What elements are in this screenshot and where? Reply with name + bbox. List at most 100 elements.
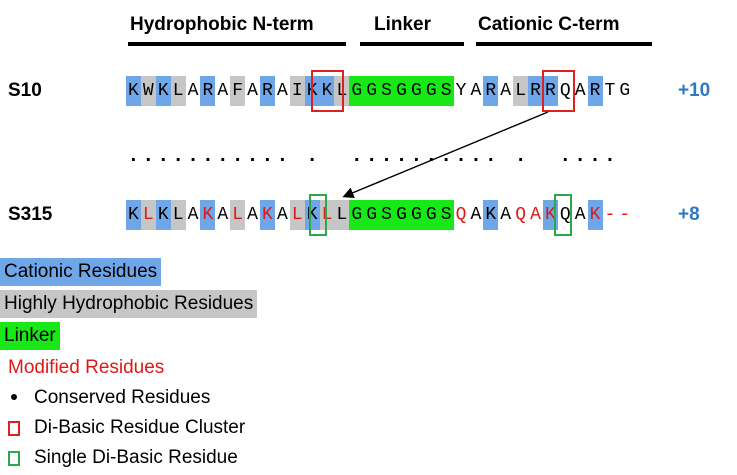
residue-cell: K bbox=[260, 200, 275, 230]
conserved-dot bbox=[290, 140, 305, 170]
conserved-dot: . bbox=[428, 144, 435, 166]
net-charge-s315: +8 bbox=[678, 204, 700, 225]
conserved-dot: . bbox=[205, 144, 211, 166]
residue-cell: K bbox=[155, 76, 171, 106]
legend-hydrophobic-label: Highly Hydrophobic Residues bbox=[0, 290, 258, 318]
conserved-dot bbox=[498, 140, 513, 170]
region-bar-n-term bbox=[128, 42, 346, 46]
residue-cell: L bbox=[289, 200, 305, 230]
conserved-dot: . bbox=[383, 144, 390, 166]
residue-cell: R bbox=[260, 76, 275, 106]
residue-cell: A bbox=[276, 205, 288, 225]
residue-cell: L bbox=[319, 200, 335, 230]
conserved-dot bbox=[543, 140, 558, 170]
region-label-c-term: Cationic C-term bbox=[478, 14, 620, 35]
conserved-dot: . bbox=[368, 144, 375, 166]
residue-cell: S bbox=[379, 76, 395, 106]
single-di-basic-box-s315-c bbox=[554, 194, 572, 236]
residue-cell: T bbox=[604, 81, 616, 101]
conserved-dot bbox=[528, 140, 543, 170]
residue-cell: L bbox=[170, 76, 186, 106]
conserved-dot: . bbox=[517, 144, 524, 166]
conserved-dot: . bbox=[249, 144, 256, 166]
di-basic-cluster-box-s10-c bbox=[542, 70, 575, 112]
residue-cell: L bbox=[513, 76, 529, 106]
residue-cell: Q bbox=[559, 205, 571, 225]
conserved-dot: . bbox=[130, 144, 137, 166]
residue-cell: A bbox=[217, 205, 229, 225]
residue-cell: G bbox=[423, 200, 439, 230]
conserved-dot: . bbox=[145, 144, 152, 166]
residue-cell: S bbox=[438, 200, 454, 230]
residue-cell: K bbox=[587, 200, 603, 230]
conserved-dot: . bbox=[160, 144, 166, 166]
residue-cell: K bbox=[319, 76, 335, 106]
residue-cell: - bbox=[604, 205, 616, 225]
conserved-dot: . bbox=[592, 144, 598, 166]
residue-cell: G bbox=[619, 81, 631, 101]
conserved-dot: . bbox=[220, 144, 226, 166]
residue-cell: L bbox=[334, 76, 350, 106]
green-box-icon bbox=[8, 451, 20, 466]
residue-cell: Q bbox=[455, 205, 467, 225]
sequence-name-s315: S315 bbox=[8, 204, 53, 225]
residue-cell: K bbox=[483, 200, 499, 230]
residue-cell: L bbox=[140, 200, 156, 230]
residue-cell: R bbox=[483, 76, 499, 106]
residue-cell: A bbox=[276, 81, 288, 101]
residue-cell: A bbox=[574, 205, 586, 225]
residue-cell: I bbox=[289, 76, 305, 106]
bullet-icon bbox=[11, 394, 17, 400]
residue-cell: A bbox=[500, 205, 512, 225]
residue-cell: G bbox=[364, 200, 380, 230]
residue-cell: A bbox=[187, 81, 199, 101]
legend-di-basic-cluster-label: Di-Basic Residue Cluster bbox=[34, 417, 246, 438]
legend-cationic: Cationic Residues bbox=[0, 258, 162, 286]
residue-cell: Q bbox=[515, 205, 526, 225]
legend-di-basic-cluster: Di-Basic Residue Cluster bbox=[0, 414, 400, 442]
legend-linker-label: Linker bbox=[0, 322, 60, 350]
conserved-dot: . bbox=[234, 144, 241, 166]
residue-cell: Q bbox=[559, 81, 571, 101]
net-charge-s10: +10 bbox=[678, 80, 711, 101]
residue-cell: R bbox=[542, 76, 558, 106]
residue-cell: A bbox=[187, 205, 199, 225]
conserved-dot: . bbox=[279, 144, 286, 166]
residue-cell: A bbox=[247, 81, 258, 101]
legend-single-di-basic-label: Single Di-Basic Residue bbox=[34, 447, 238, 468]
conserved-residue-dots: ........................... bbox=[126, 140, 632, 170]
sequence-name-s10: S10 bbox=[8, 80, 42, 101]
residue-cell: W bbox=[140, 76, 156, 106]
residue-cell: A bbox=[470, 81, 482, 101]
legend-conserved: Conserved Residues bbox=[0, 384, 400, 412]
residue-cell: K bbox=[155, 200, 171, 230]
red-box-icon bbox=[8, 421, 20, 436]
residue-cell: L bbox=[170, 200, 186, 230]
residue-cell: R bbox=[528, 76, 543, 106]
legend-hydrophobic: Highly Hydrophobic Residues bbox=[0, 290, 258, 318]
legend-single-di-basic: Single Di-Basic Residue bbox=[0, 444, 400, 472]
di-basic-cluster-box-s10-n bbox=[311, 70, 344, 112]
single-di-basic-box-s315-n bbox=[309, 194, 327, 236]
legend-linker: Linker bbox=[0, 322, 60, 350]
residue-cell: F bbox=[230, 76, 246, 106]
residue-cell: A bbox=[247, 205, 258, 225]
residue-cell: K bbox=[200, 200, 216, 230]
residue-cell: A bbox=[217, 81, 229, 101]
residue-cell: A bbox=[574, 81, 586, 101]
conserved-dot: . bbox=[443, 144, 449, 166]
residue-cell: G bbox=[349, 200, 365, 230]
residue-cell: R bbox=[587, 76, 603, 106]
residue-cell: S bbox=[438, 76, 454, 106]
legend-modified: Modified Residues bbox=[0, 354, 168, 382]
residue-cell: G bbox=[394, 200, 409, 230]
residue-cell: G bbox=[423, 76, 439, 106]
residue-cell: S bbox=[379, 200, 395, 230]
conserved-dot: . bbox=[309, 144, 315, 166]
residue-cell: G bbox=[408, 200, 424, 230]
residue-cell: - bbox=[619, 205, 631, 225]
conserved-dot bbox=[617, 140, 632, 170]
conserved-dot: . bbox=[413, 144, 420, 166]
